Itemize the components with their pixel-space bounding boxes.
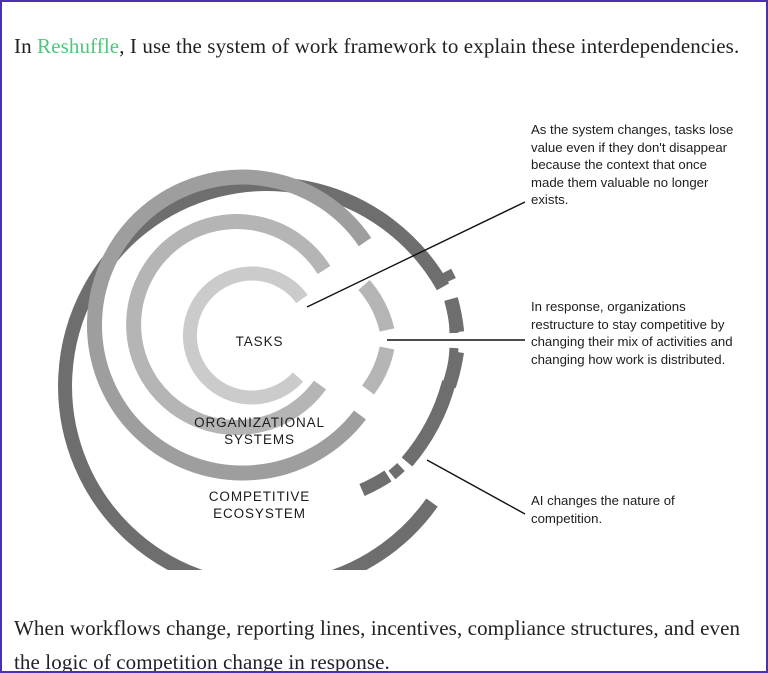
ring-organizational-systems <box>87 169 372 481</box>
intro-paragraph: In Reshuffle, I use the system of work f… <box>14 29 756 63</box>
reshuffle-link[interactable]: Reshuffle <box>37 34 120 58</box>
tasks-arc <box>182 266 308 405</box>
intro-text-before: In <box>14 34 38 58</box>
ecosystem-seg-lower <box>401 380 456 467</box>
ring-tasks <box>182 266 308 405</box>
leader-line-tasks <box>306 201 526 308</box>
annotation-competition: AI changes the nature of competition. <box>531 493 675 526</box>
activities-seg-lower <box>361 346 395 395</box>
activities-seg-upper <box>358 280 395 332</box>
leader-line-competition <box>426 459 526 515</box>
ecosystem-notch-upper <box>438 268 456 285</box>
ecosystem-seg-lower-right <box>442 350 464 389</box>
annotation-tasks: As the system changes, tasks lose value … <box>531 122 734 207</box>
ecosystem-seg-a <box>446 304 459 334</box>
ring-activities <box>126 214 395 435</box>
leader-lines <box>306 201 526 515</box>
concentric-rings-svg <box>58 169 526 570</box>
ecosystem-notch-lower <box>388 462 405 480</box>
annotation-organizations: In response, organizations restructure t… <box>531 299 733 367</box>
activities-arc <box>126 214 331 435</box>
ecosystem-seg-bottom-right <box>359 470 392 496</box>
closing-paragraph: When workflows change, reporting lines, … <box>14 616 741 673</box>
intro-text-after: , I use the system of work framework to … <box>119 34 740 58</box>
system-of-work-diagram: TASKS ORGANIZATIONAL SYSTEMS COMPETITIVE… <box>2 90 766 570</box>
org-systems-arc <box>87 169 372 481</box>
